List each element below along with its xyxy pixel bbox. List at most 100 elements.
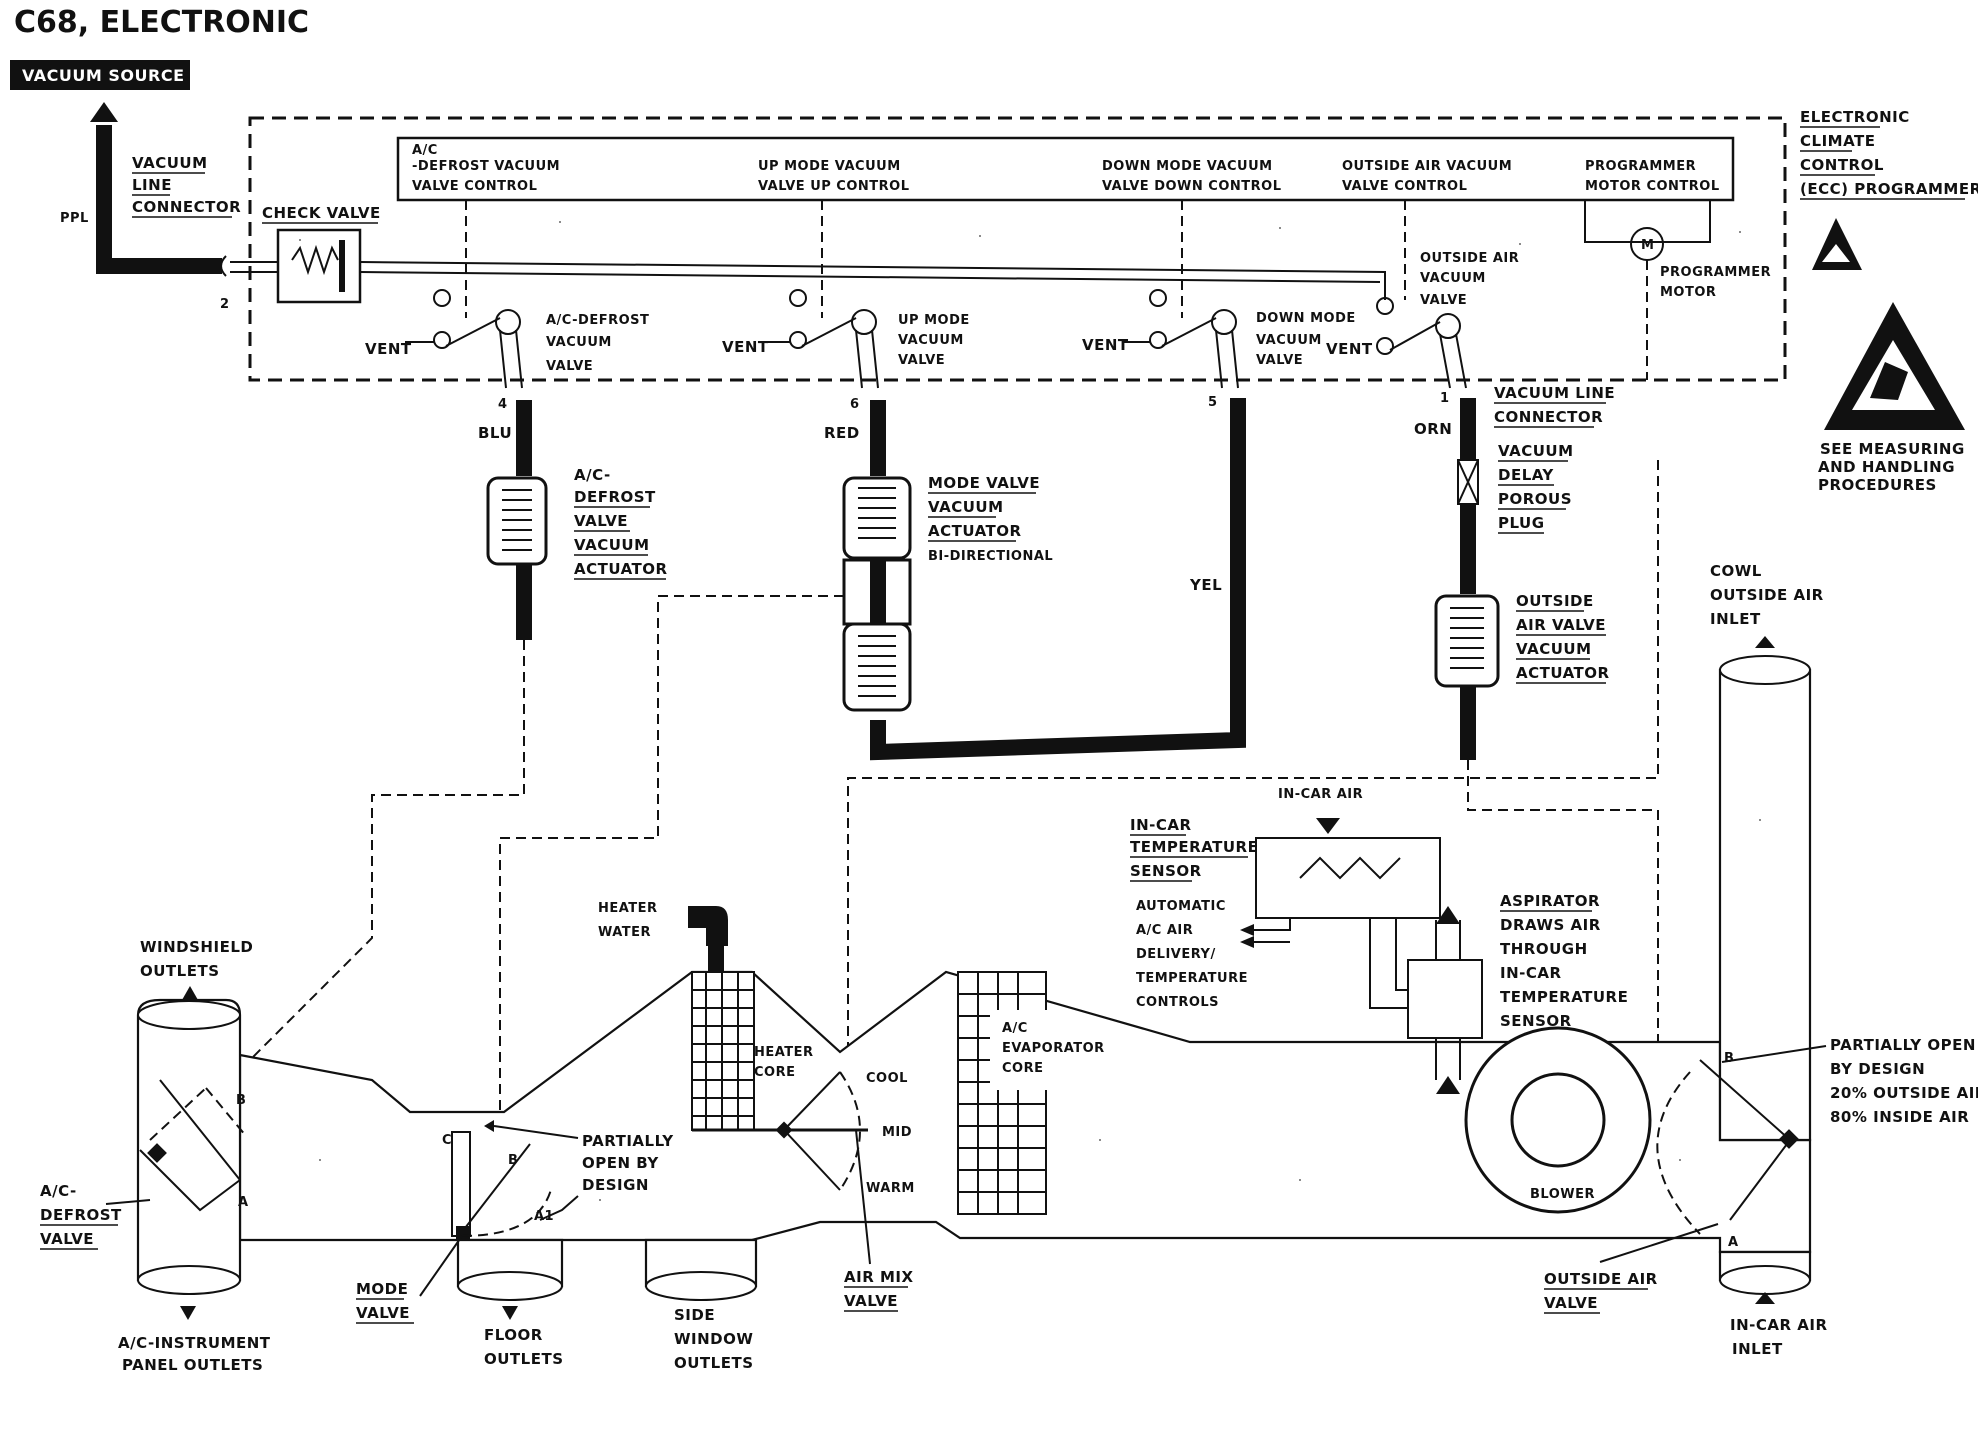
- ctl5-a: PROGRAMMER: [1585, 159, 1696, 174]
- vlc-left-1: VACUUM: [132, 154, 208, 172]
- popen-l-3: DESIGN: [582, 1176, 649, 1194]
- popen-r-4: 80% INSIDE AIR: [1830, 1108, 1969, 1126]
- ctl4-a: OUTSIDE AIR VACUUM: [1342, 159, 1512, 174]
- heater-core-1: HEATER: [754, 1045, 814, 1060]
- aspirator-arrow-icon: [1436, 1076, 1460, 1094]
- aspirator: [1407, 959, 1483, 1039]
- mode-act-2: VACUUM: [928, 498, 1004, 516]
- outside-air-vacuum-valve: [1376, 297, 1467, 389]
- ctl2-a: UP MODE VACUUM: [758, 159, 901, 174]
- asp-1: ASPIRATOR: [1500, 892, 1600, 910]
- delay-4: PLUG: [1498, 514, 1545, 532]
- blower-label: BLOWER: [1530, 1187, 1595, 1202]
- vlc-right-2: CONNECTOR: [1494, 408, 1603, 426]
- speckle-texture: [299, 221, 1761, 1201]
- ecc-label-4: (ECC) PROGRAMMER: [1800, 180, 1978, 198]
- oa-act-1: OUTSIDE: [1516, 592, 1594, 610]
- check-valve: [276, 228, 362, 304]
- v3-l2: VACUUM: [1256, 333, 1322, 348]
- check-valve-label: CHECK VALVE: [262, 204, 381, 222]
- pin-6: 6: [850, 397, 860, 412]
- pos-a1: A1: [534, 1209, 554, 1224]
- windshield-pipe: [136, 998, 242, 1282]
- heater-water-2: WATER: [598, 925, 651, 940]
- v1-l2: VACUUM: [546, 335, 612, 350]
- side-1: SIDE: [674, 1306, 715, 1324]
- acdv-1: A/C-: [40, 1182, 77, 1200]
- windshield-1: WINDSHIELD: [140, 938, 253, 956]
- supply-line: [359, 261, 1386, 300]
- popen-r-2: BY DESIGN: [1830, 1060, 1925, 1078]
- ctl1-a: A/C: [412, 143, 438, 158]
- delay-2: DELAY: [1498, 466, 1554, 484]
- vlc-left-2: LINE: [132, 176, 172, 194]
- air-mix-warm: WARM: [866, 1181, 915, 1196]
- ppl-label: PPL: [60, 211, 89, 226]
- vacuum-source-tag: [10, 60, 190, 90]
- side-3: OUTLETS: [674, 1354, 754, 1372]
- pos-a-left: A: [238, 1195, 249, 1210]
- evap-1: A/C: [1002, 1021, 1028, 1036]
- oa-act-2: AIR VALVE: [1516, 616, 1606, 634]
- heater-core-2: CORE: [754, 1065, 795, 1080]
- sensor-2: TEMPERATURE: [1130, 838, 1258, 856]
- v3-l1: DOWN MODE: [1256, 311, 1356, 326]
- ctl3-a: DOWN MODE VACUUM: [1102, 159, 1273, 174]
- acd-act-2: DEFROST: [574, 488, 656, 506]
- incar-inlet-1: IN-CAR AIR: [1730, 1316, 1828, 1334]
- acd-act-3: VALVE: [574, 512, 628, 530]
- acdefrost-valve-pivot: [147, 1143, 167, 1163]
- sensor-3: SENSOR: [1130, 862, 1202, 880]
- air-mix-pivot: [775, 1121, 793, 1139]
- v4-l1: OUTSIDE AIR: [1420, 251, 1519, 266]
- acdv-2: DEFROST: [40, 1206, 122, 1224]
- up-mode-vacuum-valve: [762, 289, 879, 389]
- ctl2-b: VALVE UP CONTROL: [758, 179, 910, 194]
- aspirator-up-arrow-icon: [1436, 906, 1460, 924]
- oav-2: VALVE: [1544, 1294, 1598, 1312]
- heater-water-1: HEATER: [598, 901, 658, 916]
- panel-2: PANEL OUTLETS: [122, 1356, 263, 1374]
- mode-valve-actuator: [842, 476, 912, 712]
- ctl3-b: VALVE DOWN CONTROL: [1102, 179, 1281, 194]
- oav-1: OUTSIDE AIR: [1544, 1270, 1658, 1288]
- evap-2: EVAPORATOR: [1002, 1041, 1105, 1056]
- mode-act-4: BI-DIRECTIONAL: [928, 549, 1053, 564]
- windshield-arrow-icon: [182, 986, 198, 1000]
- hose-yel: YEL: [1189, 576, 1222, 594]
- airmix-2: VALVE: [844, 1292, 898, 1310]
- panel-arrow-icon: [180, 1306, 196, 1320]
- esd-note-2: AND HANDLING: [1818, 458, 1955, 476]
- v4-l2: VACUUM: [1420, 271, 1486, 286]
- sensor-element-icon: [1299, 856, 1401, 880]
- v4-l3: VALVE: [1420, 293, 1467, 308]
- ecc-label-1: ELECTRONIC: [1800, 108, 1910, 126]
- floor-2: OUTLETS: [484, 1350, 564, 1368]
- air-mix-mid: MID: [882, 1125, 912, 1140]
- in-car-arrow-icon: [1755, 1292, 1775, 1304]
- delay-3: POROUS: [1498, 490, 1572, 508]
- popen-r-3: 20% OUTSIDE AIR: [1830, 1084, 1978, 1102]
- mode-valve-pivot: [456, 1226, 470, 1240]
- pos-a-right: A: [1728, 1235, 1739, 1250]
- auto-5: CONTROLS: [1136, 995, 1219, 1010]
- asp-2: DRAWS AIR: [1500, 916, 1601, 934]
- acdv-3: VALVE: [40, 1230, 94, 1248]
- programmer-motor-2: MOTOR: [1660, 285, 1716, 300]
- v1-l1: A/C-DEFROST: [546, 313, 649, 328]
- side-2: WINDOW: [674, 1330, 753, 1348]
- vlc-right-1: VACUUM LINE: [1494, 384, 1615, 402]
- mode-valve-1: MODE: [356, 1280, 408, 1298]
- outside-air-valve-pivot: [1779, 1129, 1799, 1149]
- vent-3: VENT: [1082, 336, 1129, 354]
- auto-1: AUTOMATIC: [1136, 899, 1226, 914]
- floor-1: FLOOR: [484, 1326, 543, 1344]
- evap-3: CORE: [1002, 1061, 1043, 1076]
- asp-3: THROUGH: [1500, 940, 1588, 958]
- control-strip: [396, 136, 1735, 202]
- vlc-left-3: CONNECTOR: [132, 198, 241, 216]
- ecc-programmer-box: [248, 116, 1787, 382]
- down-mode-vacuum-valve: [1122, 289, 1239, 389]
- auto-4: TEMPERATURE: [1136, 971, 1248, 986]
